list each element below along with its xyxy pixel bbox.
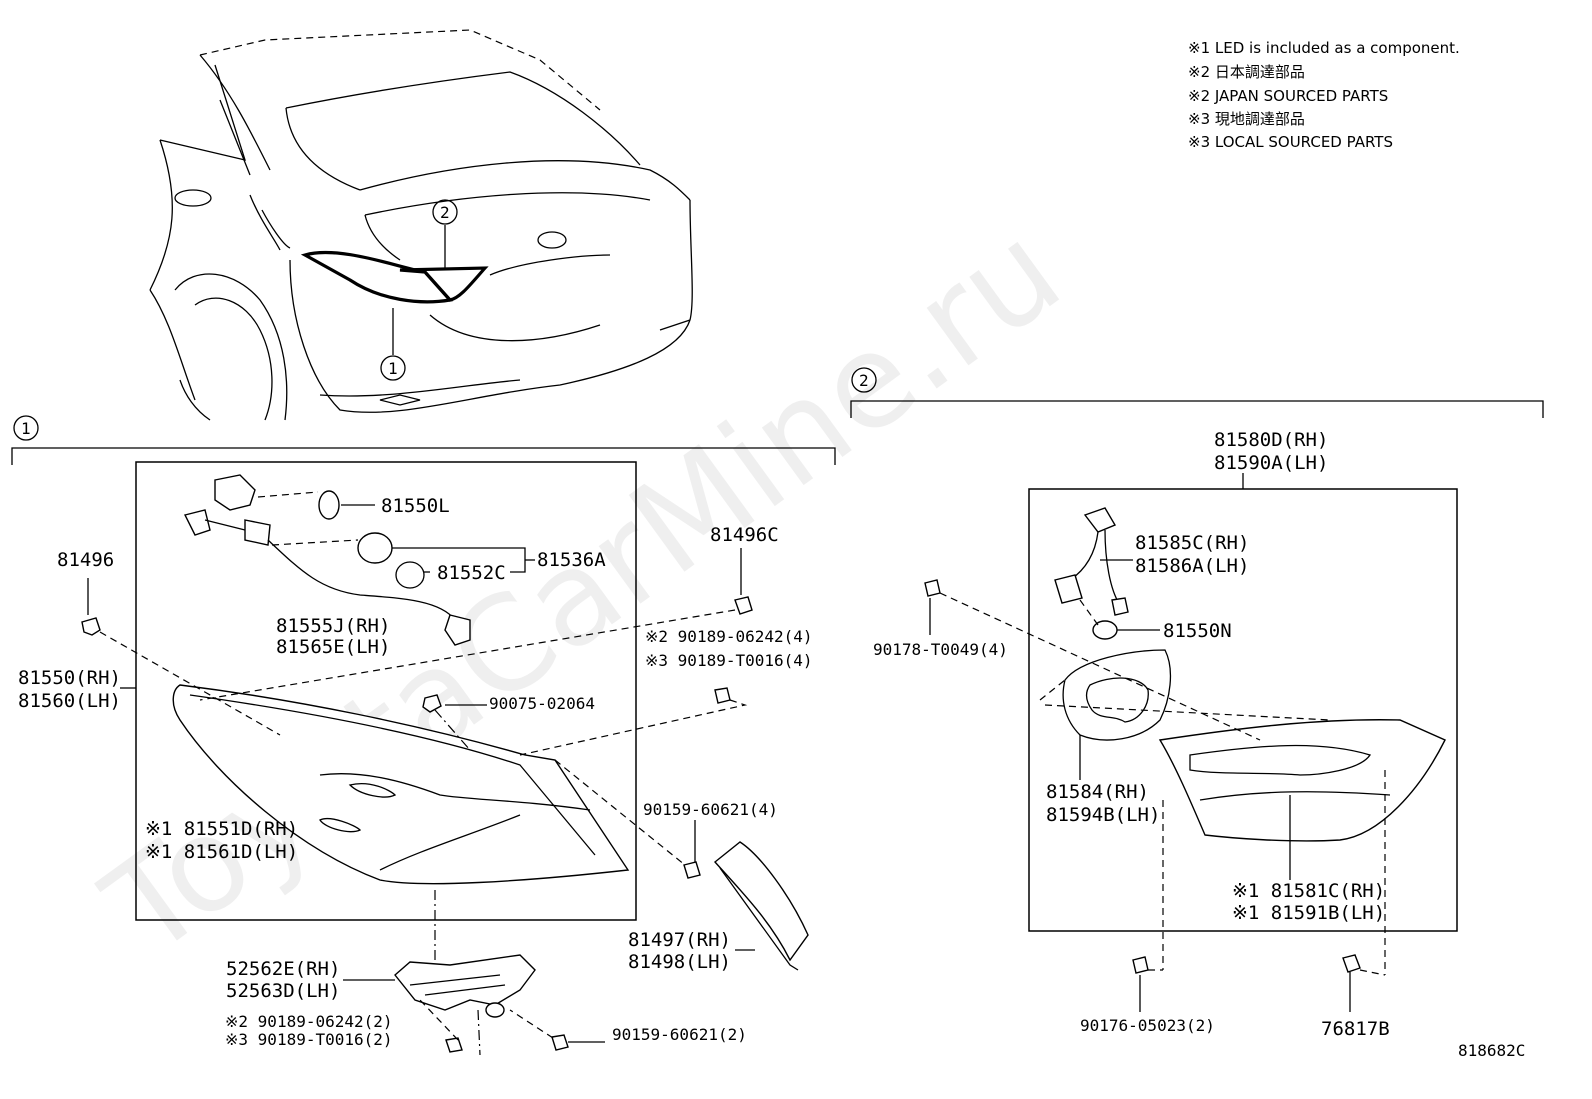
label-81560lh: 81560(LH) <box>18 690 121 712</box>
label-81565E: 81565E(LH) <box>276 636 390 658</box>
note-local-en: ※3 LOCAL SOURCED PARTS <box>1188 133 1393 151</box>
label-90178: 90178-T0049(4) <box>873 640 1008 659</box>
label-81496C: 81496C <box>710 524 779 546</box>
label-81550N: 81550N <box>1163 620 1232 642</box>
note-japan-en: ※2 JAPAN SOURCED PARTS <box>1188 87 1388 105</box>
drawing-number: 818682C <box>1458 1041 1525 1060</box>
label-81497: 81497(RH) <box>628 929 731 951</box>
label-52563D: 52563D(LH) <box>226 980 340 1002</box>
inner-lamp-outline <box>399 266 489 302</box>
label-81584: 81584(RH) <box>1046 781 1149 803</box>
notes-block: ※1 LED is included as a component. ※2 日本… <box>1188 39 1460 151</box>
socket-wire-harness <box>183 474 471 646</box>
note-japan-jp: ※2 日本調達部品 <box>1188 63 1305 81</box>
screw-90159-4 <box>683 861 701 879</box>
group-1-callout <box>13 415 39 441</box>
label-81551D: ※1 81551D(RH) <box>145 818 298 840</box>
callout-2-car: 2 <box>432 199 458 225</box>
clip-81496 <box>81 617 101 636</box>
screw-90159-2 <box>551 1034 569 1051</box>
label-81552C: 81552C <box>437 562 506 584</box>
label-90189-06242-4: ※2 90189-06242(4) <box>645 627 813 646</box>
label-81591B: ※1 81591B(LH) <box>1232 902 1385 924</box>
car-rear-illustration <box>149 29 693 421</box>
clip-76817B <box>1342 954 1361 973</box>
label-90159-2: 90159-60621(2) <box>612 1025 747 1044</box>
label-90189-06242-2: ※2 90189-06242(2) <box>225 1012 393 1031</box>
group-2-callout-label: 2 <box>859 371 869 390</box>
group-2-bracket <box>850 400 1544 418</box>
callout-1-car-label: 1 <box>388 359 398 378</box>
label-90189-T0016-4: ※3 90189-T0016(4) <box>645 651 813 670</box>
label-81550rh: 81550(RH) <box>18 667 121 689</box>
screw-90189-4 <box>714 687 731 704</box>
label-81581C: ※1 81581C(RH) <box>1232 880 1385 902</box>
label-81550L: 81550L <box>381 495 450 517</box>
label-52562E: 52562E(RH) <box>226 958 340 980</box>
label-81586A: 81586A(LH) <box>1135 555 1249 577</box>
bulb-81550L <box>318 490 340 520</box>
tail-lamp-lens-81551D <box>172 684 630 885</box>
note-led: ※1 LED is included as a component. <box>1188 39 1460 57</box>
label-81580D: 81580D(RH) <box>1214 429 1328 451</box>
gasket-81552C <box>395 561 425 589</box>
label-81496: 81496 <box>57 549 114 571</box>
label-81594B: 81594B(LH) <box>1046 804 1160 826</box>
label-90189-T0016-2: ※3 90189-T0016(2) <box>225 1030 393 1049</box>
group-1-assembly-box <box>135 461 637 921</box>
gasket-81584 <box>1062 649 1172 741</box>
label-76817B: 76817B <box>1321 1018 1390 1040</box>
socket-81536A <box>357 532 393 564</box>
harness-81585C <box>1054 507 1129 616</box>
screw-90189-2 <box>445 1037 463 1053</box>
inner-lamp-81581C <box>1158 719 1446 842</box>
label-81590A: 81590A(LH) <box>1214 452 1328 474</box>
label-81498: 81498(LH) <box>628 951 731 973</box>
clip-81496C <box>734 596 753 615</box>
group-2: 2 <box>850 367 1544 1040</box>
cover-81497 <box>713 841 809 971</box>
label-81561D: ※1 81561D(LH) <box>145 841 298 863</box>
label-81555J: 81555J(RH) <box>276 615 390 637</box>
screw-90176 <box>1132 956 1149 974</box>
screw-90075 <box>422 694 442 713</box>
note-local-jp: ※3 現地調達部品 <box>1188 110 1305 128</box>
callout-1-car: 1 <box>380 355 406 381</box>
group-2-callout <box>851 367 877 393</box>
label-81536A: 81536A <box>537 549 606 571</box>
group-1-callout-label: 1 <box>21 419 31 438</box>
label-90176: 90176-05023(2) <box>1080 1016 1215 1035</box>
callout-2-car-label: 2 <box>440 203 450 222</box>
label-90075: 90075-02064 <box>489 694 595 713</box>
label-81585C: 81585C(RH) <box>1135 532 1249 554</box>
bracket-52562E <box>394 954 536 1018</box>
label-90159-4: 90159-60621(4) <box>643 800 778 819</box>
group-1-bracket <box>11 447 836 465</box>
group-1: 1 <box>11 415 836 1056</box>
clip-90178 <box>924 579 941 597</box>
